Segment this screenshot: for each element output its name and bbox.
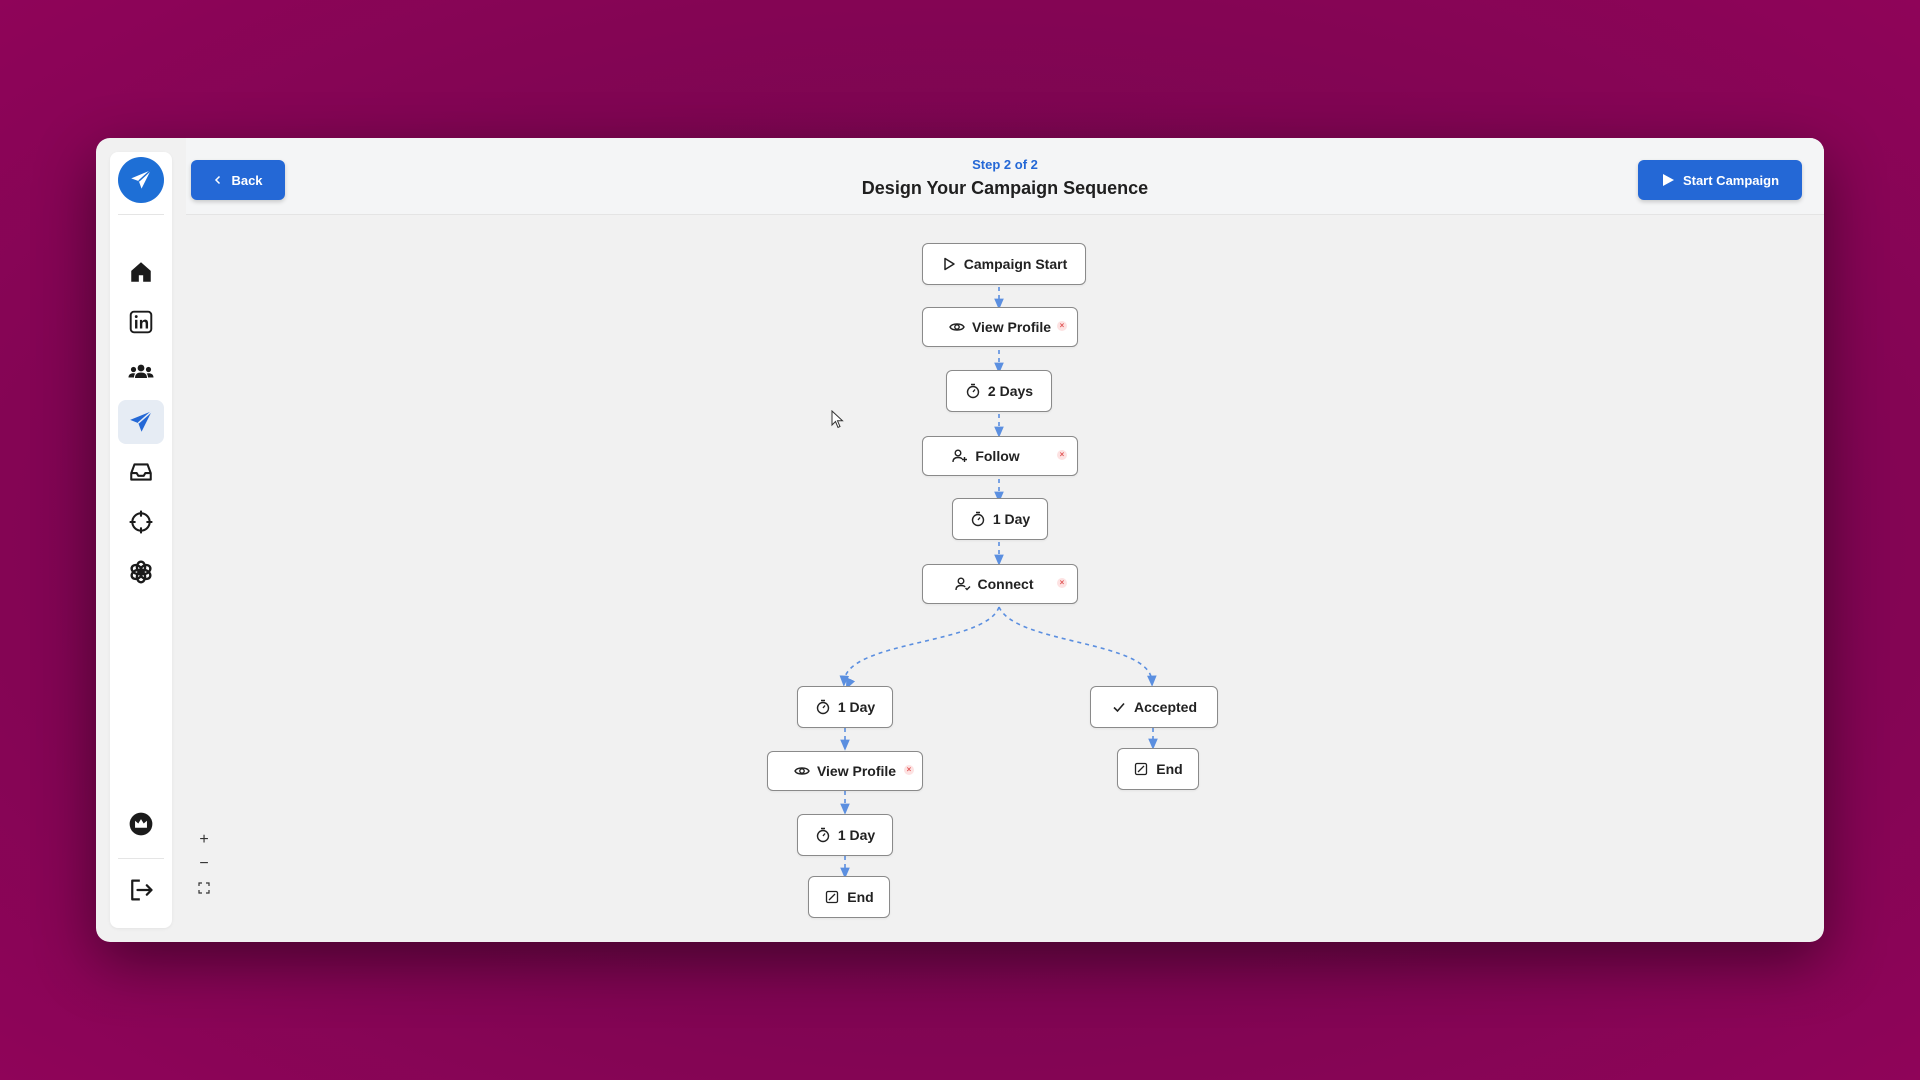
zoom-controls: + −: [192, 828, 216, 900]
node-label: Accepted: [1133, 699, 1198, 715]
remove-node-icon[interactable]: ×: [904, 765, 914, 775]
connector-branch-left: [839, 606, 1000, 687]
node-label: Connect: [977, 576, 1034, 592]
end-icon: [824, 889, 840, 905]
node-label: Campaign Start: [963, 256, 1068, 272]
back-button-label: Back: [231, 172, 263, 188]
sidebar-item-logout[interactable]: [118, 868, 164, 912]
check-icon: [1111, 699, 1127, 715]
page-title: Design Your Campaign Sequence: [861, 178, 1149, 198]
sidebar-divider: [118, 858, 164, 859]
sidebar-item-campaigns[interactable]: [118, 400, 164, 444]
play-icon: [1662, 174, 1674, 186]
flow-canvas[interactable]: Campaign Start View Profile × 2 Days Fol…: [186, 215, 1824, 942]
node-view-profile[interactable]: View Profile ×: [767, 751, 923, 791]
inbox-icon: [130, 463, 152, 481]
remove-node-icon[interactable]: ×: [1057, 578, 1067, 588]
node-label: View Profile: [816, 763, 897, 779]
start-campaign-label: Start Campaign: [1682, 172, 1780, 188]
eye-icon: [949, 319, 965, 335]
app-window: Back Step 2 of 2 Design Your Campaign Se…: [96, 138, 1824, 942]
sidebar-item-targeting[interactable]: [118, 500, 164, 544]
sidebar-item-ai[interactable]: [118, 550, 164, 594]
sidebar-item-linkedin[interactable]: [118, 300, 164, 344]
user-plus-icon: [952, 448, 968, 464]
logout-icon: [131, 879, 153, 901]
fit-view-button[interactable]: [192, 876, 216, 900]
node-follow[interactable]: Follow ×: [922, 436, 1078, 476]
node-end[interactable]: End: [808, 876, 890, 918]
end-icon: [1133, 761, 1149, 777]
node-delay[interactable]: 1 Day: [797, 814, 893, 856]
sidebar-item-inbox[interactable]: [118, 450, 164, 494]
node-label: 2 Days: [987, 383, 1034, 399]
paper-plane-icon: [131, 169, 152, 189]
sidebar-item-home[interactable]: [118, 250, 164, 294]
sidebar-item-audience[interactable]: [118, 350, 164, 394]
timer-icon: [815, 699, 831, 715]
user-check-icon: [954, 576, 971, 592]
node-connect[interactable]: Connect ×: [922, 564, 1078, 604]
node-label: 1 Day: [992, 511, 1031, 527]
app-logo[interactable]: [118, 157, 164, 203]
crosshair-icon: [129, 510, 153, 534]
back-button[interactable]: Back: [191, 160, 285, 200]
chevron-left-icon: [215, 175, 221, 185]
fullscreen-icon: [198, 882, 210, 894]
play-outline-icon: [941, 256, 957, 272]
openai-icon: [130, 560, 152, 584]
users-icon: [128, 364, 154, 378]
node-label: End: [847, 889, 874, 905]
zoom-in-button[interactable]: +: [199, 831, 209, 848]
node-delay[interactable]: 2 Days: [946, 370, 1052, 412]
timer-icon: [815, 827, 831, 843]
home-icon: [131, 262, 151, 282]
node-label: 1 Day: [837, 699, 876, 715]
sidebar-item-premium[interactable]: [118, 802, 164, 846]
connector-branch-right: [998, 606, 1157, 687]
sidebar: [110, 152, 172, 928]
node-end[interactable]: End: [1117, 748, 1199, 790]
node-delay[interactable]: 1 Day: [952, 498, 1048, 540]
node-label: End: [1156, 761, 1183, 777]
node-label: Follow: [975, 448, 1020, 464]
header-bar: Back Step 2 of 2 Design Your Campaign Se…: [186, 138, 1824, 215]
flow-connectors: [186, 287, 1158, 879]
node-view-profile[interactable]: View Profile ×: [922, 307, 1078, 347]
timer-icon: [965, 383, 981, 399]
eye-icon: [794, 763, 810, 779]
timer-icon: [970, 511, 986, 527]
node-accepted[interactable]: Accepted: [1090, 686, 1218, 728]
node-campaign-start[interactable]: Campaign Start: [922, 243, 1086, 285]
remove-node-icon[interactable]: ×: [1057, 450, 1067, 460]
node-delay[interactable]: 1 Day: [797, 686, 893, 728]
step-indicator: Step 2 of 2: [972, 157, 1038, 172]
node-label: 1 Day: [837, 827, 876, 843]
remove-node-icon[interactable]: ×: [1057, 321, 1067, 331]
linkedin-icon: [129, 310, 153, 334]
sidebar-divider: [118, 214, 164, 215]
start-campaign-button[interactable]: Start Campaign: [1638, 160, 1802, 200]
node-label: View Profile: [971, 319, 1052, 335]
send-icon: [130, 410, 153, 432]
mouse-cursor-icon: [831, 410, 844, 429]
connector: [848, 607, 999, 685]
zoom-out-button[interactable]: −: [199, 855, 209, 872]
crown-icon: [129, 812, 153, 836]
